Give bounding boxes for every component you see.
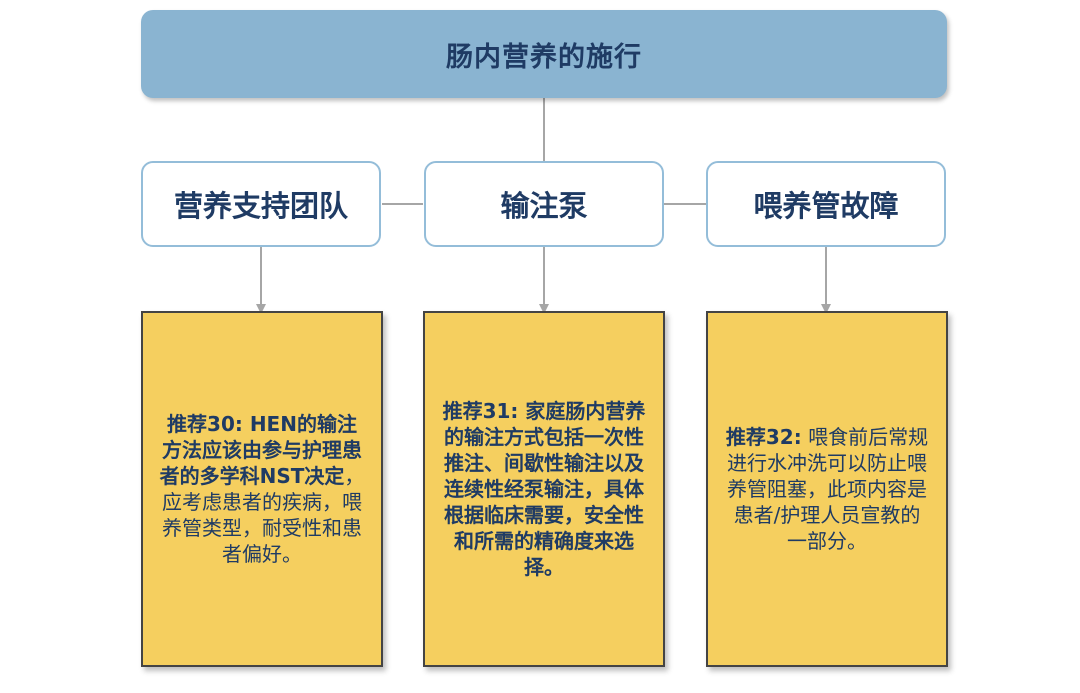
recommendation-30-bold: 推荐30: HEN的输注方法应该由参与护理患者的多学科NST决定 [159, 412, 362, 488]
category-feeding-tube-failure: 喂养管故障 [706, 161, 946, 247]
recommendation-30-normal: ，应考虑患者的疾病，喂养管类型，耐受性和患者偏好。 [162, 464, 365, 566]
diagram-title: 肠内营养的施行 [141, 10, 947, 98]
recommendation-32-bold: 推荐32: [725, 425, 802, 449]
recommendation-31-box: 推荐31: 家庭肠内营养的输注方式包括一次性推注、间歇性输注以及连续性经泵输注，… [423, 311, 665, 667]
recommendation-30-box: 推荐30: HEN的输注方法应该由参与护理患者的多学科NST决定，应考虑患者的疾… [141, 311, 383, 667]
recommendation-30-text: 推荐30: HEN的输注方法应该由参与护理患者的多学科NST决定，应考虑患者的疾… [159, 411, 365, 567]
recommendation-32-box: 推荐32: 喂食前后常规进行水冲洗可以防止喂养管阻塞，此项内容是患者/护理人员宣… [706, 311, 948, 667]
recommendation-32-normal: 喂食前后常规进行水冲洗可以防止喂养管阻塞，此项内容是患者/护理人员宣教的一部分。 [727, 425, 929, 553]
category-infusion-pump: 输注泵 [424, 161, 664, 247]
category-nutrition-support-team: 营养支持团队 [141, 161, 381, 247]
recommendation-31-bold: 推荐31: 家庭肠内营养的输注方式包括一次性推注、间歇性输注以及连续性经泵输注，… [442, 399, 646, 579]
recommendation-32-text: 推荐32: 喂食前后常规进行水冲洗可以防止喂养管阻塞，此项内容是患者/护理人员宣… [724, 424, 930, 554]
recommendation-31-text: 推荐31: 家庭肠内营养的输注方式包括一次性推注、间歇性输注以及连续性经泵输注，… [441, 398, 647, 580]
